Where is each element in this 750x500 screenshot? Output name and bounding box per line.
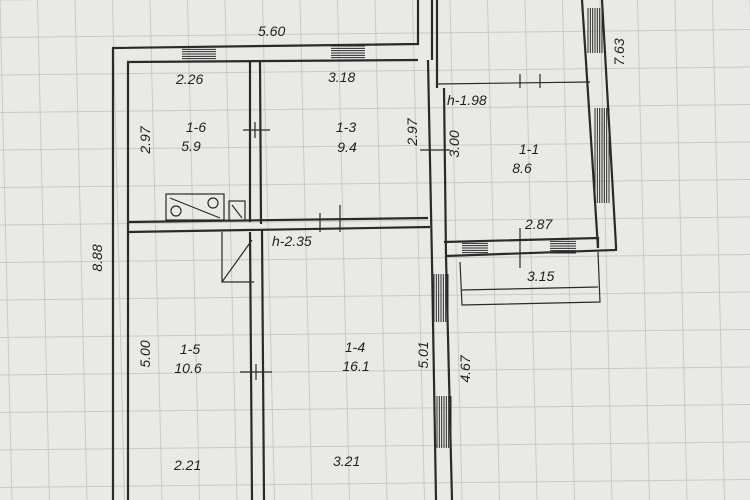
grid-line (337, 0, 350, 500)
grid-line (262, 0, 275, 500)
window (550, 238, 576, 254)
grid-line (0, 104, 750, 113)
grid-line (487, 0, 500, 500)
grid-line (0, 179, 750, 188)
window (462, 240, 488, 256)
grid-line (562, 0, 575, 500)
heater-symbol (228, 200, 246, 222)
room-1-3-width: 3.18 (328, 69, 355, 85)
grid-line (524, 0, 538, 500)
room-1-1-ceiling: h-1.98 (447, 92, 487, 108)
room-1-5-height: 5.00 (137, 340, 153, 367)
grid-line (0, 216, 750, 226)
room-1-1-width: 2.87 (524, 216, 553, 232)
grid-line (187, 0, 200, 500)
annex-bottom-width: 3.15 (527, 268, 554, 284)
room-1-5-id: 1-5 (180, 341, 200, 357)
room-1-4-width: 3.21 (333, 453, 360, 469)
grid-line (0, 366, 750, 376)
room-1-1-height: 3.00 (446, 130, 462, 157)
room-1-1-id: 1-1 (519, 141, 539, 157)
grid-line (674, 0, 688, 500)
grid-line (0, 479, 750, 488)
grid-line (0, 29, 750, 38)
grid-line (637, 0, 650, 500)
grid-line (449, 0, 463, 500)
room-1-3-id: 1-3 (336, 119, 356, 135)
grid-line (0, 66, 750, 76)
room-1-5-width: 2.21 (173, 457, 201, 473)
grid-line (0, 329, 750, 338)
grid-line (0, 0, 13, 500)
window (182, 46, 216, 62)
grid-line (299, 0, 313, 500)
window (594, 108, 610, 203)
grid-line (0, 141, 750, 151)
room-1-6-id: 1-6 (186, 119, 206, 135)
grid-line (374, 0, 388, 500)
grid-line (112, 0, 125, 500)
room-1-3-area: 9.4 (337, 139, 357, 155)
grid-line (149, 0, 163, 500)
room-1-6-width: 2.26 (175, 71, 203, 87)
room-1-1-area: 8.6 (512, 160, 532, 176)
grid-line (37, 0, 50, 500)
window (331, 45, 365, 61)
annex-lower-height: 4.67 (457, 354, 473, 382)
room-1-5-area: 10.6 (174, 360, 201, 376)
top-width-label: 5.60 (258, 23, 285, 39)
grid-line (74, 0, 88, 500)
room-1-4-id: 1-4 (345, 339, 365, 355)
room-1-3-height: 2.97 (404, 117, 420, 146)
window (433, 274, 449, 322)
grid-line (0, 404, 750, 413)
grid-line (224, 0, 238, 500)
room-1-4-ceiling: h-2.35 (272, 233, 312, 249)
grid-line (712, 0, 725, 500)
labels: 5.60 8.88 2.26 2.97 1-6 5.9 3.18 2.97 1-… (89, 23, 627, 473)
window (436, 396, 452, 448)
room-1-6-area: 5.9 (181, 138, 201, 154)
room-1-4-area: 16.1 (342, 358, 369, 374)
grid-line (0, 291, 750, 301)
total-height-label: 8.88 (89, 244, 105, 271)
grid-line (412, 0, 425, 500)
room-1-4-height: 5.01 (415, 341, 431, 368)
grid-line (0, 254, 750, 263)
windows (182, 8, 610, 448)
window (587, 8, 603, 53)
annex-height-label: 7.63 (611, 38, 627, 65)
room-1-6-height: 2.97 (137, 125, 153, 154)
walls (111, 0, 618, 500)
stove-symbol (165, 193, 225, 221)
grid-line (0, 441, 750, 451)
